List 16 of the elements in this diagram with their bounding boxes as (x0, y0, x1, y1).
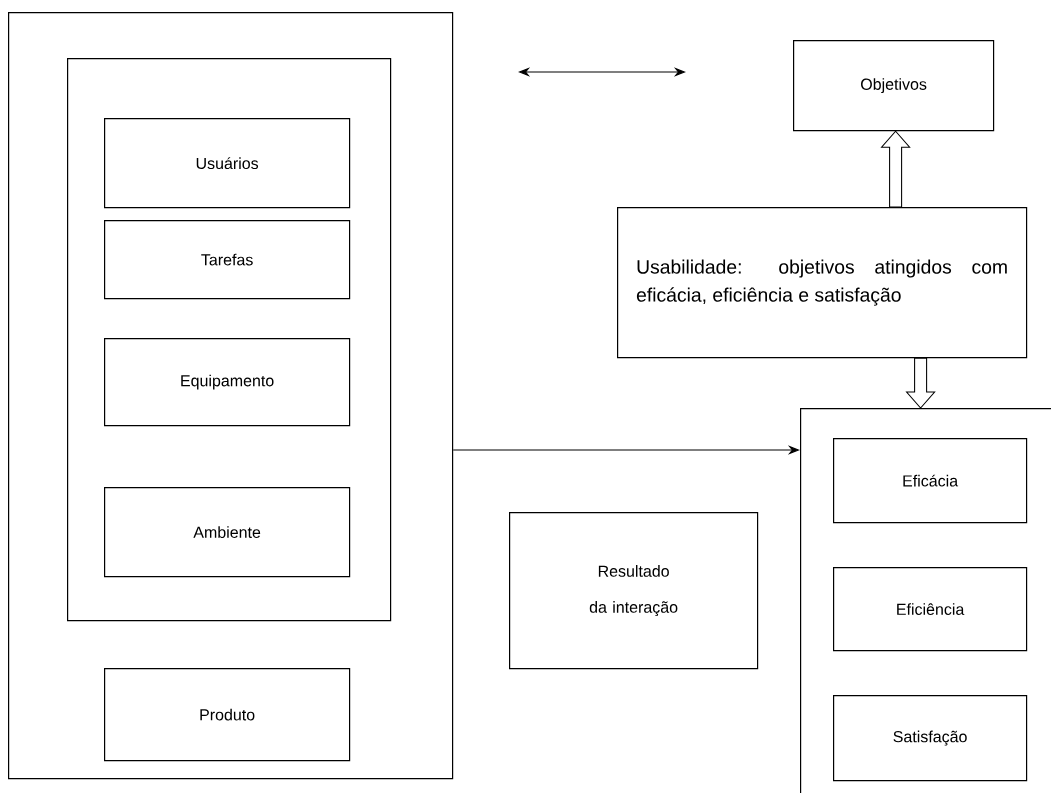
text-box: Resultado da interação (509, 512, 759, 670)
result-frame (800, 408, 1051, 793)
text-box: Usuários (104, 118, 351, 209)
outer-frame (8, 12, 454, 780)
text-box: Ambiente (104, 487, 351, 578)
text-box: Eficiência (833, 567, 1028, 652)
text-box: Eficácia (833, 438, 1028, 524)
text-box: Equipamento (104, 338, 351, 427)
block-arrow (880, 130, 911, 208)
text-box: Satisfação (833, 695, 1028, 782)
text-box: Tarefas (104, 220, 351, 300)
text-box: Produto (104, 668, 351, 762)
text-box: Objetivos (793, 40, 995, 132)
block-arrow (905, 357, 936, 409)
text-box: Usabilidade: objetivos atingidos com eficácia, eficiência e satisfação (617, 207, 1028, 359)
inner-frame (67, 58, 392, 622)
